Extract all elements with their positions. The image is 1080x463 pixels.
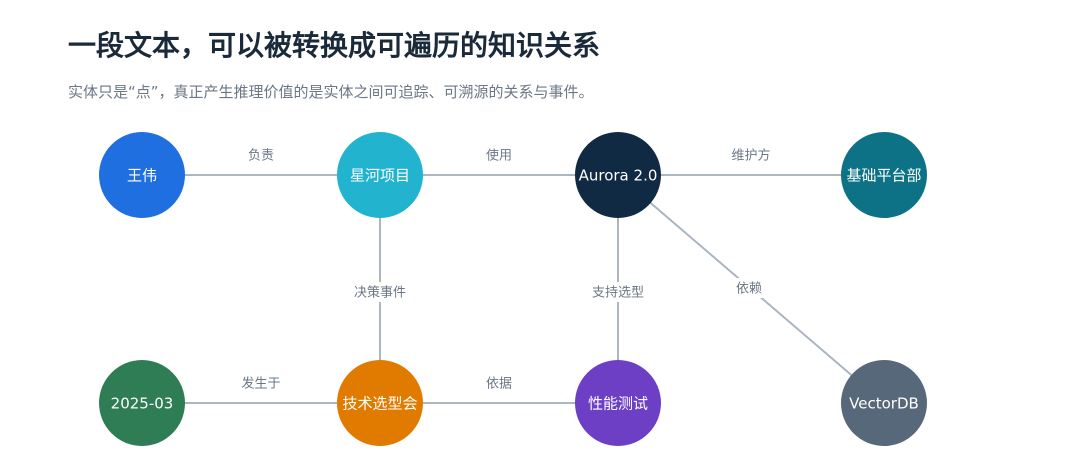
edge-label: 使用 bbox=[486, 148, 512, 164]
node-aurora[interactable]: Aurora 2.0 bbox=[575, 132, 661, 218]
node-circle[interactable] bbox=[337, 360, 423, 446]
edge-label: 负责 bbox=[248, 149, 274, 164]
node-circle[interactable] bbox=[99, 132, 185, 218]
page-title: 一段文本，可以被转换成可遍历的知识关系 bbox=[68, 29, 601, 62]
edge-label: 发生于 bbox=[241, 376, 280, 392]
edge-label: 维护方 bbox=[731, 148, 770, 164]
edge-aurora-jichu: 维护方 bbox=[618, 148, 884, 176]
node-circle[interactable] bbox=[337, 132, 423, 218]
node-xinghe[interactable]: 星河项目 bbox=[337, 132, 423, 218]
node-circle[interactable] bbox=[575, 360, 661, 446]
node-circle[interactable] bbox=[841, 360, 927, 446]
page-subtitle: 实体只是“点”，真正产生推理价值的是实体之间可追踪、可溯源的关系与事件。 bbox=[68, 83, 594, 101]
node-wangwei[interactable]: 王伟 bbox=[99, 132, 185, 218]
edge-label: 依据 bbox=[486, 377, 512, 392]
node-circle[interactable] bbox=[841, 132, 927, 218]
node-date[interactable]: 2025-03 bbox=[99, 360, 185, 446]
node-circle[interactable] bbox=[575, 132, 661, 218]
node-label: 王伟 bbox=[127, 167, 157, 185]
edge-label-background bbox=[731, 278, 767, 298]
edge-label: 支持选型 bbox=[592, 286, 644, 301]
node-perf[interactable]: 性能测试 bbox=[575, 360, 661, 446]
node-label: 基础平台部 bbox=[846, 167, 921, 185]
edge-label-background bbox=[587, 282, 649, 302]
node-label: Aurora 2.0 bbox=[579, 167, 658, 185]
edge-label: 决策事件 bbox=[354, 285, 406, 301]
node-label: 性能测试 bbox=[588, 395, 648, 413]
node-label: 技术选型会 bbox=[342, 395, 417, 413]
node-meeting[interactable]: 技术选型会 bbox=[337, 360, 423, 446]
node-label: VectorDB bbox=[849, 395, 919, 413]
edge-aurora-vectordb: 依赖 bbox=[617, 174, 885, 404]
node-label: 星河项目 bbox=[350, 167, 410, 185]
node-circle[interactable] bbox=[99, 360, 185, 446]
node-vectordb[interactable]: VectorDB bbox=[841, 360, 927, 446]
node-label: 2025-03 bbox=[111, 395, 174, 413]
edge-label: 依赖 bbox=[736, 282, 762, 297]
edge-label-background bbox=[349, 282, 411, 302]
node-jichu[interactable]: 基础平台部 bbox=[841, 132, 927, 218]
nodes-layer: 王伟 星河项目 Aurora 2.0 基础平台部 2025-03 技术选型会 性能测试 Vec… bbox=[99, 132, 927, 446]
